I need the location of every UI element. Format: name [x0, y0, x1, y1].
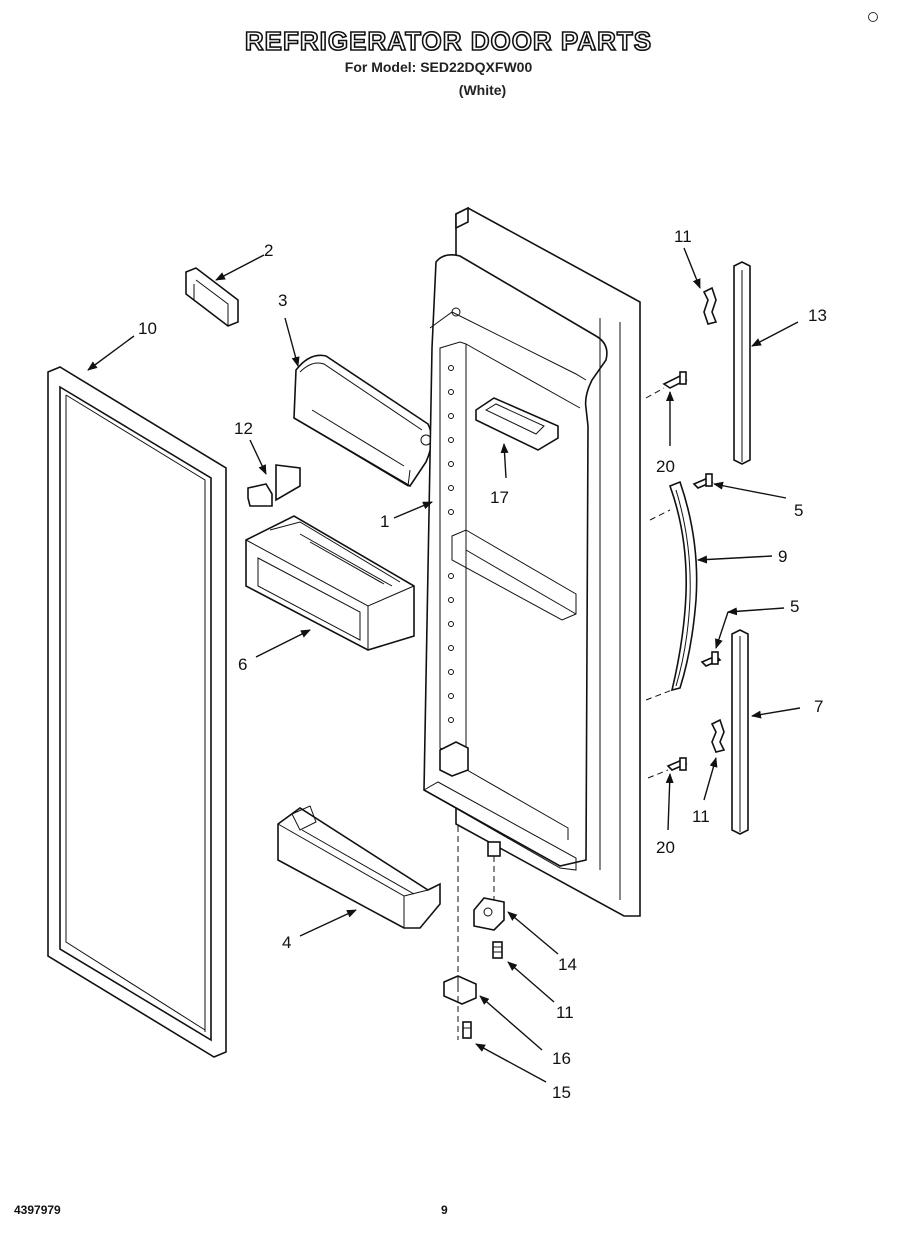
callout-16: 16	[552, 1049, 571, 1068]
tray-part	[475, 397, 559, 451]
callout-9: 9	[778, 547, 787, 566]
handle-clip-upper-part	[702, 286, 718, 325]
door-bin-part	[245, 515, 415, 651]
callout-13: 13	[808, 306, 827, 325]
hinge-pin-bracket-part	[473, 841, 505, 931]
door-gasket-part	[47, 366, 227, 1058]
clip-part	[247, 464, 301, 507]
door-shelf-part	[277, 805, 441, 929]
page-title: REFRIGERATOR DOOR PARTS	[244, 25, 653, 57]
callout-20-top: 20	[656, 457, 675, 476]
guide-line-a	[645, 387, 665, 399]
callout-14: 14	[558, 955, 577, 974]
callout-11-bottom: 11	[692, 807, 710, 826]
callout-3: 3	[278, 291, 287, 310]
screw-handle-bottom-part	[700, 651, 722, 667]
callout-17: 17	[490, 488, 509, 507]
hinge-screw-part	[492, 941, 503, 959]
bottom-screw-part	[462, 1021, 472, 1039]
model-line: For Model: SED22DQXFW00	[344, 59, 533, 75]
screw-handle-top-part	[692, 473, 714, 489]
callout-10: 11	[556, 1003, 574, 1022]
callout-8: 10	[138, 319, 157, 338]
screw-upper-part	[662, 371, 688, 389]
screw-lower-part	[666, 757, 688, 771]
leader-lines	[87, 247, 801, 1083]
bottom-trim-strip-part	[731, 629, 749, 835]
callout-6: 6	[238, 655, 247, 674]
door-handle-part	[668, 480, 698, 692]
document-number: 4397979	[14, 1203, 61, 1217]
callout-20-bottom: 20	[656, 838, 675, 857]
callout-12: 12	[234, 419, 253, 438]
color-line: (White)	[458, 82, 507, 98]
bottom-hinge-part	[443, 975, 477, 1005]
shelf-bracket-part	[185, 267, 239, 327]
callout-15: 15	[552, 1083, 571, 1102]
callout-4: 4	[282, 933, 291, 952]
shelf-peg-holes	[448, 365, 454, 723]
callout-1: 1	[380, 512, 389, 531]
door-liner-assembly-part	[422, 206, 641, 917]
corner-registration-mark	[868, 12, 878, 22]
callout-2: 2	[264, 241, 273, 260]
callout-5-top: 5	[794, 501, 803, 520]
callout-11-top: 11	[674, 227, 692, 246]
guide-line-d	[647, 769, 669, 779]
dairy-door-part	[293, 354, 433, 488]
guide-line-c	[645, 689, 673, 701]
top-trim-strip-part	[733, 261, 751, 465]
callout-7: 7	[814, 697, 823, 716]
page-number: 9	[441, 1203, 448, 1217]
callout-5-bottom: 5	[790, 597, 799, 616]
handle-clip-lower-part	[710, 718, 726, 753]
guide-line-b	[649, 509, 671, 521]
